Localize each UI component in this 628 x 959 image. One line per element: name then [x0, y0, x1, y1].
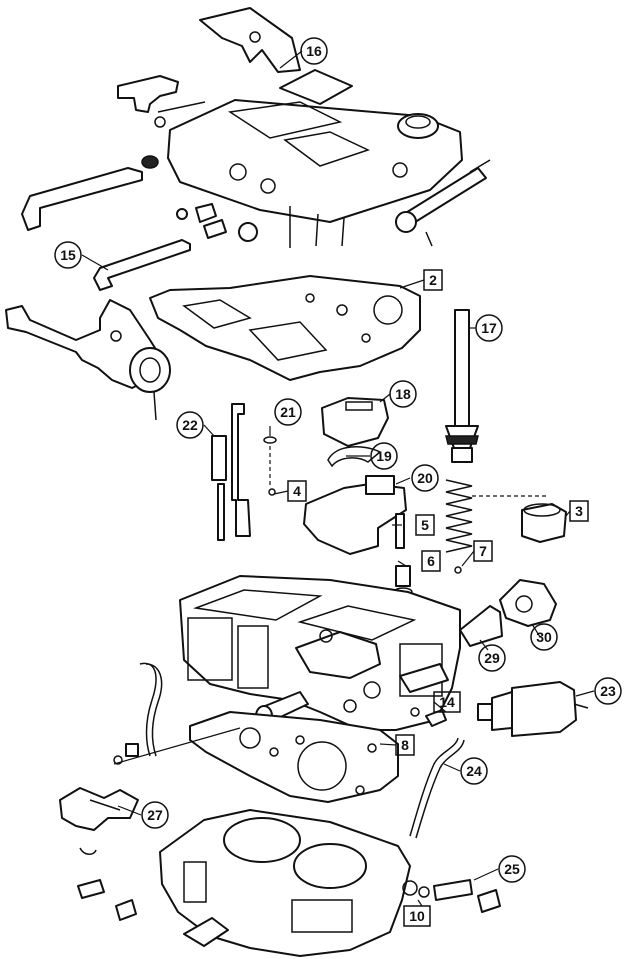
callout-label: 7 — [479, 543, 487, 559]
callout-box-7: 7 — [473, 540, 493, 562]
float-18 — [321, 397, 389, 447]
callout-24: 24 — [460, 757, 488, 785]
gasket-16 — [279, 69, 353, 105]
pump-plunger-17 — [445, 309, 479, 463]
small-nipple — [113, 743, 139, 765]
float-pin-19 — [327, 446, 382, 468]
callout-label: 15 — [60, 247, 76, 263]
callout-label: 29 — [484, 650, 500, 666]
throttle-spindle-15 — [93, 239, 191, 291]
small-fittings — [176, 203, 258, 242]
callout-label: 10 — [409, 908, 425, 924]
callout-label: 21 — [280, 404, 296, 420]
mounting-screws — [77, 879, 137, 921]
vacuum-hose — [139, 662, 163, 757]
choke-spindle-rod — [21, 155, 159, 231]
callout-18: 18 — [389, 380, 417, 408]
gasket-2 — [149, 275, 421, 381]
leader-lines — [81, 50, 595, 907]
carburettor-main-body — [179, 575, 461, 731]
callout-box-3: 3 — [569, 500, 589, 522]
callout-25: 25 — [498, 855, 526, 883]
callout-label: 16 — [306, 43, 322, 59]
check-ball-7 — [454, 566, 462, 574]
housing-30 — [499, 579, 557, 627]
emulsion-tube-22 — [211, 403, 251, 541]
callout-20: 20 — [411, 464, 439, 492]
callout-label: 2 — [429, 272, 437, 288]
callout-label: 30 — [536, 629, 552, 645]
screw-14 — [410, 707, 447, 727]
fuel-pipe-24 — [409, 737, 465, 839]
throttle-linkage-27 — [59, 787, 139, 855]
float-assembly-20 — [303, 475, 407, 555]
callout-23: 23 — [594, 677, 622, 705]
callout-label: 3 — [575, 503, 583, 519]
cap-3 — [521, 503, 567, 543]
callout-29: 29 — [478, 644, 506, 672]
callout-box-14: 14 — [433, 691, 461, 713]
callout-label: 4 — [293, 483, 301, 499]
gasket-8 — [189, 711, 399, 803]
callout-box-2: 2 — [423, 269, 443, 291]
carburettor-top-cover — [167, 99, 463, 248]
choke-lever-assembly — [117, 75, 206, 128]
callout-label: 6 — [427, 553, 435, 569]
callout-15: 15 — [54, 241, 82, 269]
solenoid-23 — [477, 681, 589, 737]
callout-label: 20 — [417, 470, 433, 486]
callout-17: 17 — [475, 314, 503, 342]
callout-30: 30 — [530, 623, 558, 651]
callout-label: 5 — [421, 517, 429, 533]
callout-label: 14 — [439, 694, 455, 710]
throttle-body-base — [159, 809, 418, 957]
callout-27: 27 — [141, 801, 169, 829]
pump-spring — [445, 479, 473, 553]
callout-box-4: 4 — [287, 480, 307, 502]
callout-label: 18 — [395, 386, 411, 402]
callout-label: 19 — [376, 448, 392, 464]
callout-label: 24 — [466, 763, 482, 779]
callout-box-5: 5 — [415, 514, 435, 536]
throttle-bracket-plate — [199, 7, 301, 73]
callout-22: 22 — [176, 411, 204, 439]
callout-box-8: 8 — [395, 734, 415, 756]
callout-19: 19 — [370, 442, 398, 470]
callout-box-6: 6 — [421, 550, 441, 572]
callout-label: 17 — [481, 320, 497, 336]
callout-21: 21 — [274, 398, 302, 426]
idle-screw-25 — [418, 879, 501, 913]
callout-label: 23 — [600, 683, 616, 699]
choke-pulloff-diaphragm — [5, 299, 171, 421]
callout-16: 16 — [300, 37, 328, 65]
callout-label: 8 — [401, 737, 409, 753]
callout-box-10: 10 — [403, 905, 431, 927]
nozzle-29 — [459, 605, 503, 647]
jet-21 — [263, 436, 277, 496]
needle-valve-5 — [395, 513, 405, 549]
callout-label: 22 — [182, 417, 198, 433]
right-linkage-arm — [395, 159, 491, 247]
callout-label: 25 — [504, 861, 520, 877]
callout-label: 27 — [147, 807, 163, 823]
